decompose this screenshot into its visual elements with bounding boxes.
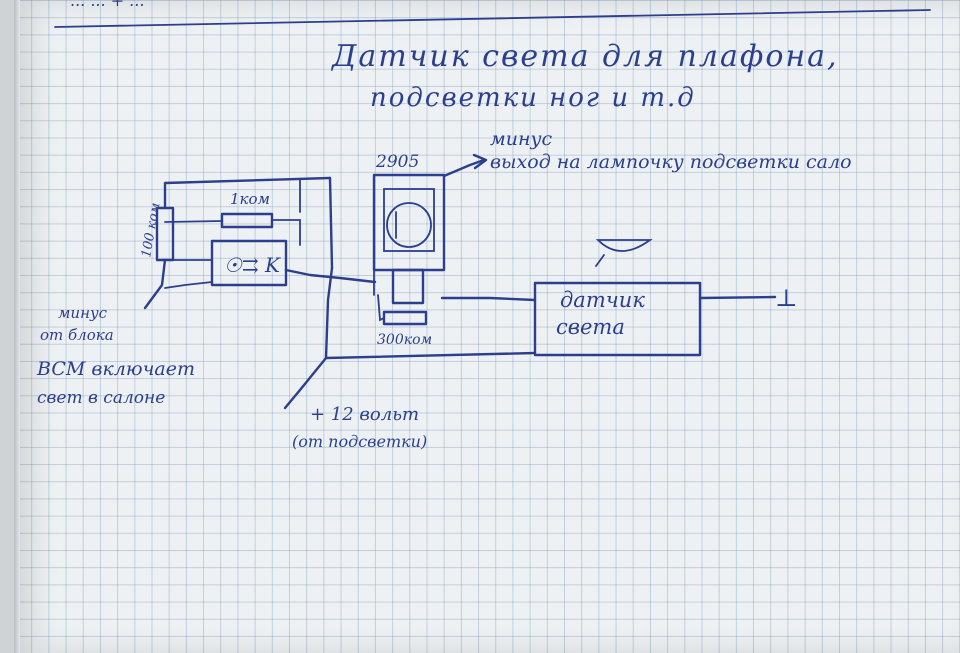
bcm-label-1: минус bbox=[58, 304, 108, 322]
wire-plus-lead bbox=[283, 356, 328, 410]
lamp-rays-icon bbox=[595, 254, 605, 267]
title-line-2: подсветки ног и т.д bbox=[370, 83, 696, 113]
output-label: выход на лампочку подсветки сало bbox=[490, 151, 852, 173]
resistor-300k bbox=[382, 310, 428, 326]
wire-opto-bottom bbox=[164, 281, 213, 289]
sensor-label-1: датчик bbox=[560, 288, 645, 312]
bcm-label-2: от блока bbox=[40, 326, 114, 344]
top-rule-line bbox=[54, 9, 931, 28]
output-arrow-icon bbox=[472, 153, 488, 170]
optocoupler bbox=[210, 239, 288, 287]
sensor-label-2: света bbox=[556, 315, 625, 339]
bcm-label-4: свет в салоне bbox=[37, 388, 165, 408]
wire-left-lead bbox=[143, 258, 167, 310]
wire-to-sensor bbox=[440, 296, 537, 302]
ground-icon: ⊥ bbox=[775, 284, 798, 312]
bcm-label-3: BCM включает bbox=[36, 358, 195, 380]
page-binding-edge bbox=[14, 0, 20, 653]
output-minus-label: минус bbox=[490, 128, 553, 150]
plus12-label-1: + 12 вольт bbox=[310, 404, 419, 425]
notebook-page bbox=[14, 0, 960, 653]
transistor-tab bbox=[391, 268, 425, 305]
wire-1k-left bbox=[164, 220, 223, 223]
resistor-100k-label: 100 ком bbox=[139, 202, 163, 259]
resistor-1k-label: 1ком bbox=[230, 190, 270, 208]
optocoupler-symbol: ☉⇉ K bbox=[224, 253, 281, 277]
light-sensor bbox=[533, 281, 702, 357]
wire-to-ground bbox=[698, 295, 777, 300]
title-line-1: Датчик света для плафона, bbox=[330, 39, 839, 74]
resistor-300k-label: 300ком bbox=[377, 332, 432, 348]
wire-300k bbox=[377, 294, 385, 322]
wire-top-loop bbox=[163, 176, 332, 210]
transistor-label: 2905 bbox=[375, 152, 419, 172]
wire-1k-right bbox=[271, 219, 301, 246]
output-wire bbox=[442, 158, 486, 178]
header-scribble: ... ... + ... bbox=[70, 0, 144, 10]
wire-plus-bus bbox=[324, 266, 537, 360]
plus12-label-2: (от подсветки) bbox=[292, 432, 427, 451]
lamp-icon bbox=[595, 239, 653, 252]
resistor-1k bbox=[220, 212, 274, 229]
wire-vertical-mid bbox=[328, 176, 334, 270]
transistor-body bbox=[383, 188, 435, 252]
mosfet-symbol bbox=[386, 202, 432, 248]
wire-opto-right bbox=[284, 268, 377, 284]
